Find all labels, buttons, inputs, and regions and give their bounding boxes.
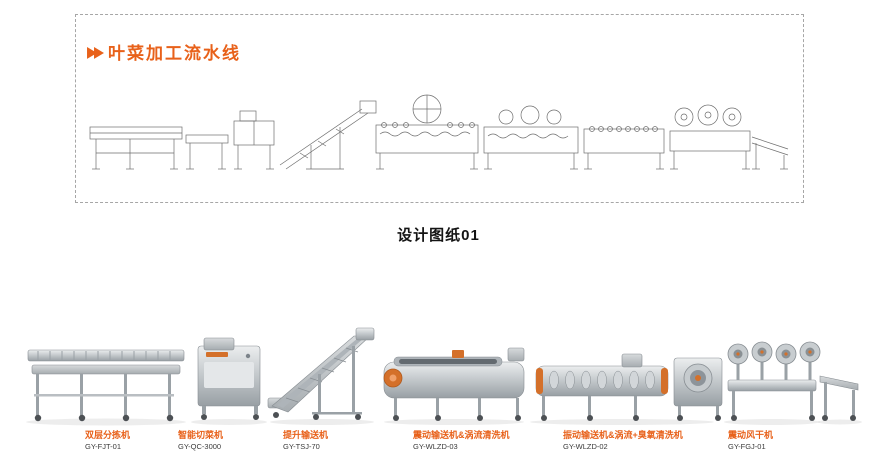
machine-label-sorter: 双层分拣机 GY-FJT-01 xyxy=(85,430,131,451)
machine-label-cutter: 智能切菜机 GY-QC-3000 xyxy=(178,430,224,451)
section-title: ▶▶ 叶菜加工流水线 xyxy=(87,39,241,64)
machine-model: GY-TSJ-70 xyxy=(283,441,320,451)
machine-name: 震动风干机 xyxy=(728,430,774,440)
photo-incline-conveyor xyxy=(267,327,375,425)
drawing-washer-3 xyxy=(583,126,665,170)
drawing-caption: 设计图纸01 xyxy=(397,227,480,244)
photo-screw-washer xyxy=(530,353,723,425)
machine-labels: 双层分拣机 GY-FJT-01 智能切菜机 GY-QC-3000 提升输送机 G… xyxy=(0,430,877,459)
machine-model: GY-WLZD-03 xyxy=(413,441,458,451)
machine-name: 震动输送机&涡流清洗机 xyxy=(413,430,510,440)
photo-air-dryer xyxy=(724,341,821,425)
machine-label-air-dryer: 震动风干机 GY-FGJ-01 xyxy=(728,430,774,451)
drawing-air-dryer xyxy=(669,104,751,170)
double-arrow-icon: ▶▶ xyxy=(87,41,104,60)
machine-label-ozone-washer: 振动输送机&涡流+臭氧清洗机 GY-WLZD-02 xyxy=(563,430,683,451)
drawing-incline-conveyor xyxy=(279,100,377,170)
photo-vortex-washer xyxy=(383,347,525,425)
production-line-svg xyxy=(26,327,862,426)
drawing-washer-1 xyxy=(375,94,479,170)
technical-line-drawing xyxy=(86,87,794,187)
photo-cutter xyxy=(191,337,267,425)
section-title-text: 叶菜加工流水线 xyxy=(108,44,241,63)
drawing-sorter xyxy=(89,126,183,170)
machine-name: 智能切菜机 xyxy=(178,430,224,440)
production-line-photo xyxy=(22,316,862,432)
photo-exit-conveyor xyxy=(818,375,862,425)
design-drawing-panel: ▶▶ 叶菜加工流水线 xyxy=(75,14,804,203)
photo-sorter xyxy=(26,349,186,426)
machine-model: GY-WLZD-02 xyxy=(563,441,608,451)
machine-model: GY-FGJ-01 xyxy=(728,441,766,451)
drawing-washer-2 xyxy=(483,105,579,170)
drawing-transfer-table xyxy=(185,134,229,170)
machine-model: GY-QC-3000 xyxy=(178,441,222,451)
technical-drawing-svg xyxy=(89,94,789,170)
drawing-exit-conveyor xyxy=(751,136,789,170)
machine-label-vortex-washer: 震动输送机&涡流清洗机 GY-WLZD-03 xyxy=(413,430,510,451)
machine-name: 提升输送机 xyxy=(283,430,329,440)
drawing-cutter xyxy=(233,110,275,170)
machine-model: GY-FJT-01 xyxy=(85,441,121,451)
machine-label-elevator: 提升输送机 GY-TSJ-70 xyxy=(283,430,329,451)
machine-name: 双层分拣机 xyxy=(85,430,131,440)
machine-name: 振动输送机&涡流+臭氧清洗机 xyxy=(563,430,683,440)
